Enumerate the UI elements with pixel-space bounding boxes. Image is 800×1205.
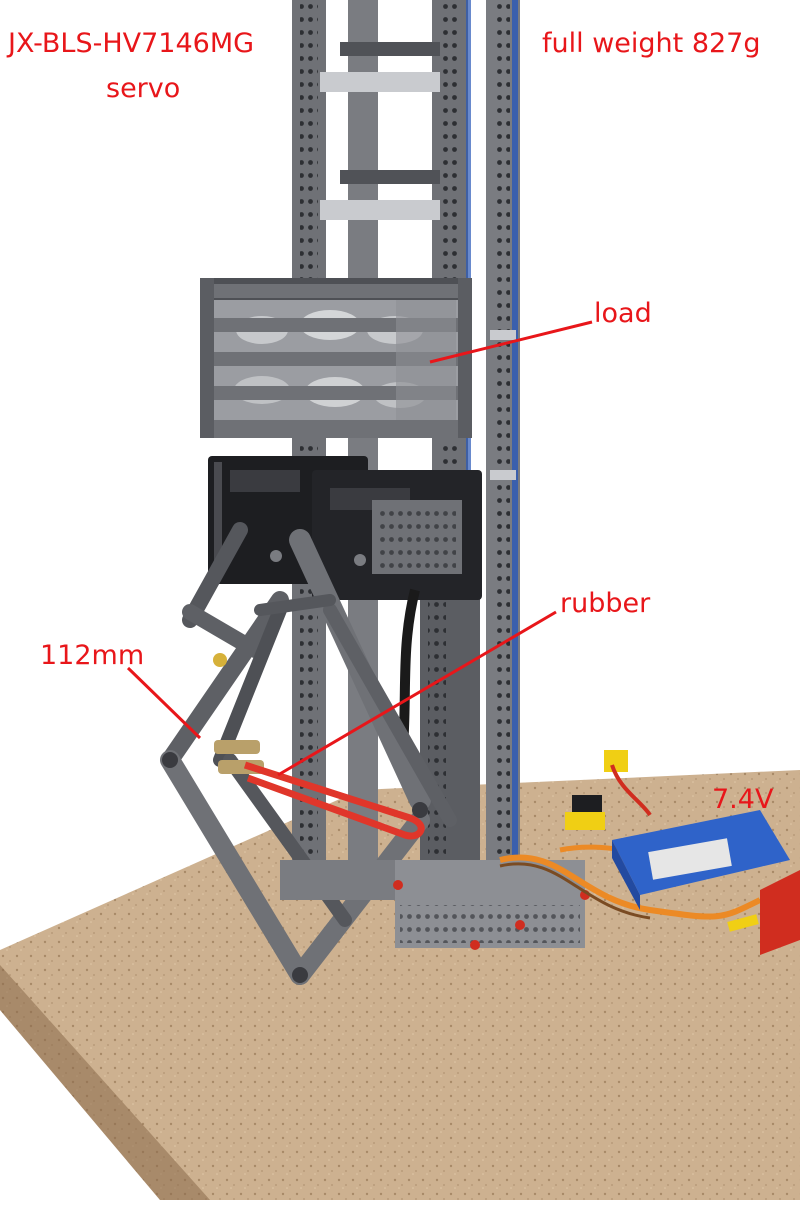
annotation-lines xyxy=(126,320,593,777)
leg-linkage xyxy=(160,522,457,985)
tower-base xyxy=(280,860,590,950)
label-length: 112mm xyxy=(40,640,145,671)
rubber-band xyxy=(243,761,425,840)
label-servo-model: JX-BLS-HV7146MG xyxy=(8,28,255,59)
label-full-weight: full weight 827g xyxy=(542,28,761,59)
battery-pack xyxy=(499,750,800,955)
label-servo: servo xyxy=(106,73,181,104)
cork-board xyxy=(0,770,800,1200)
lego-tower xyxy=(292,0,520,920)
servo-pair xyxy=(208,456,482,600)
label-rubber: rubber xyxy=(560,588,651,619)
label-load: load xyxy=(594,298,652,329)
load-cage xyxy=(200,278,472,438)
label-voltage: 7.4V xyxy=(712,784,774,815)
